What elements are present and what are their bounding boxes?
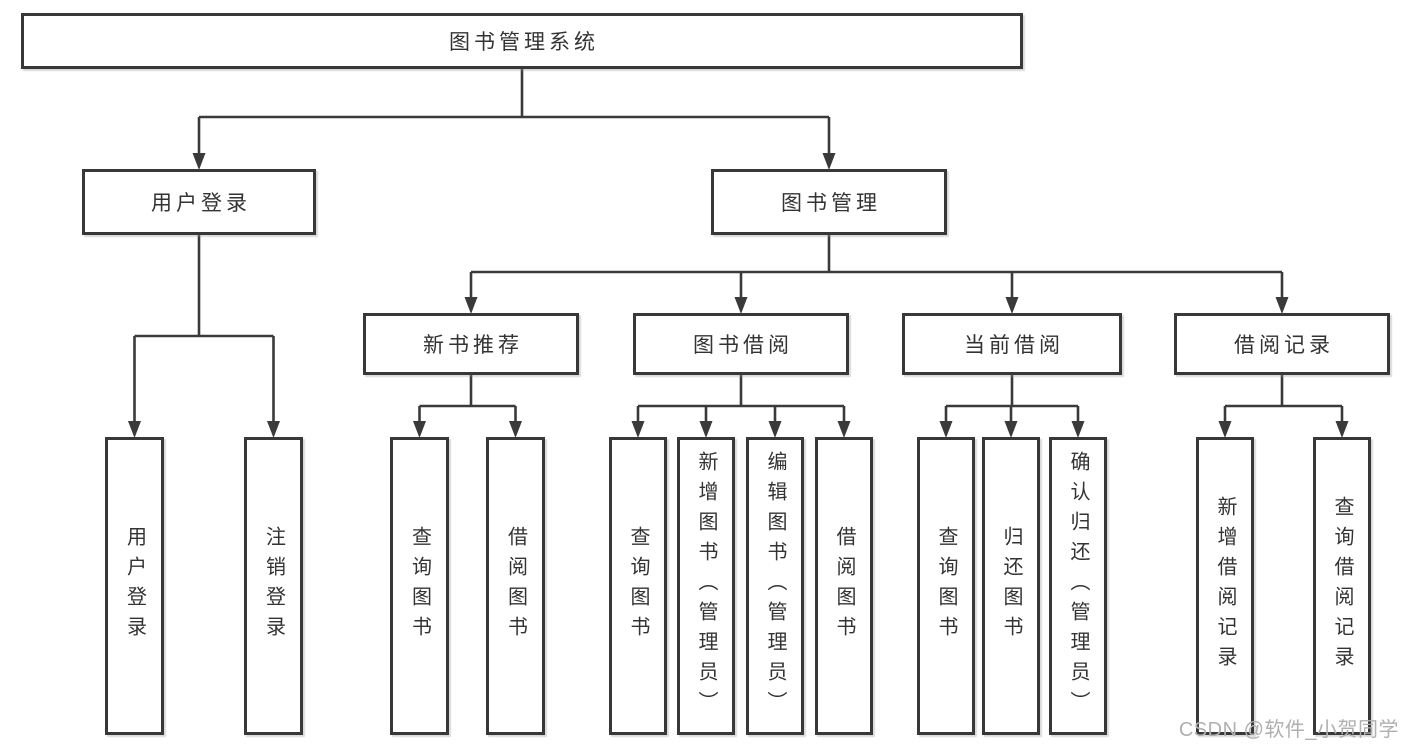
node-label: 查询图书 — [627, 526, 649, 646]
arrowhead-icon — [1005, 297, 1019, 314]
node-label: 借阅图书 — [833, 526, 855, 646]
node-leaf-bb-add-book: 新增图书（管理员） — [677, 437, 735, 735]
arrowhead-icon — [464, 297, 478, 314]
node-label: 图书管理系统 — [449, 31, 599, 54]
node-label: 当前借阅 — [964, 334, 1064, 357]
node-leaf-user-login: 用户登录 — [105, 437, 164, 735]
node-leaf-bb-edit-book: 编辑图书（管理员） — [746, 437, 804, 735]
node-label: 新增图书（管理员） — [695, 451, 717, 721]
node-label: 图书管理 — [781, 192, 881, 215]
node-label: 用户登录 — [123, 526, 146, 646]
arrowhead-icon — [267, 421, 280, 438]
node-label: 用户登录 — [151, 192, 251, 215]
node-book-mgmt: 图书管理 — [711, 169, 947, 235]
node-label: 编辑图书（管理员） — [764, 451, 786, 721]
arrowhead-icon — [1218, 421, 1232, 438]
node-leaf-nbr-query-book: 查询图书 — [390, 437, 449, 735]
node-label: 确认归还（管理员） — [1067, 451, 1089, 721]
edge-current-borrow — [939, 373, 1085, 438]
node-label: 查询图书 — [408, 526, 431, 646]
arrowhead-icon — [837, 421, 851, 438]
node-user-login: 用户登录 — [82, 169, 316, 235]
node-label: 借阅图书 — [504, 526, 527, 646]
node-leaf-cb-return-book: 归还图书 — [982, 437, 1040, 735]
node-borrow-records: 借阅记录 — [1174, 313, 1390, 375]
arrowhead-icon — [699, 421, 713, 438]
edge-borrow-records — [1218, 373, 1349, 438]
edge-new-book-rec — [413, 373, 522, 438]
node-label: 查询图书 — [935, 526, 957, 646]
arrowhead-icon — [939, 421, 953, 438]
node-label: 注销登录 — [262, 526, 285, 646]
csdn-watermark: CSDN @软件_小贺同学 — [1178, 719, 1399, 741]
arrowhead-icon — [1071, 421, 1085, 438]
arrowhead-icon — [1335, 421, 1349, 438]
node-leaf-br-add-record: 新增借阅记录 — [1196, 437, 1254, 735]
node-new-book-rec: 新书推荐 — [363, 313, 579, 375]
arrowhead-icon — [734, 297, 748, 314]
arrowhead-icon — [1004, 421, 1018, 438]
arrowhead-icon — [509, 421, 522, 438]
node-leaf-bb-borrow-book: 借阅图书 — [815, 437, 873, 735]
node-book-borrow: 图书借阅 — [633, 313, 849, 375]
edge-user-login — [128, 233, 280, 438]
node-label: 查询借阅记录 — [1331, 496, 1353, 676]
node-label: 借阅记录 — [1234, 334, 1334, 357]
node-leaf-logout: 注销登录 — [244, 437, 303, 735]
node-label: 归还图书 — [1000, 526, 1022, 646]
node-label: 新增借阅记录 — [1214, 496, 1236, 676]
node-label: 新书推荐 — [423, 334, 523, 357]
node-current-borrow: 当前借阅 — [902, 313, 1122, 375]
edge-root — [192, 67, 836, 170]
arrowhead-icon — [1275, 297, 1289, 314]
arrowhead-icon — [128, 421, 141, 438]
node-leaf-bb-query-book: 查询图书 — [609, 437, 667, 735]
node-leaf-cb-confirm: 确认归还（管理员） — [1049, 437, 1107, 735]
node-root: 图书管理系统 — [21, 13, 1023, 69]
node-leaf-cb-query-book: 查询图书 — [917, 437, 975, 735]
edge-book-borrow — [631, 373, 851, 438]
node-leaf-br-query-record: 查询借阅记录 — [1313, 437, 1371, 735]
arrowhead-icon — [413, 421, 426, 438]
arrowhead-icon — [768, 421, 782, 438]
arrowhead-icon — [631, 421, 645, 438]
arrowhead-icon — [822, 153, 836, 170]
edge-book-mgmt — [464, 233, 1289, 314]
node-leaf-nbr-borrow-book: 借阅图书 — [486, 437, 545, 735]
node-label: 图书借阅 — [693, 334, 793, 357]
arrowhead-icon — [192, 153, 206, 170]
